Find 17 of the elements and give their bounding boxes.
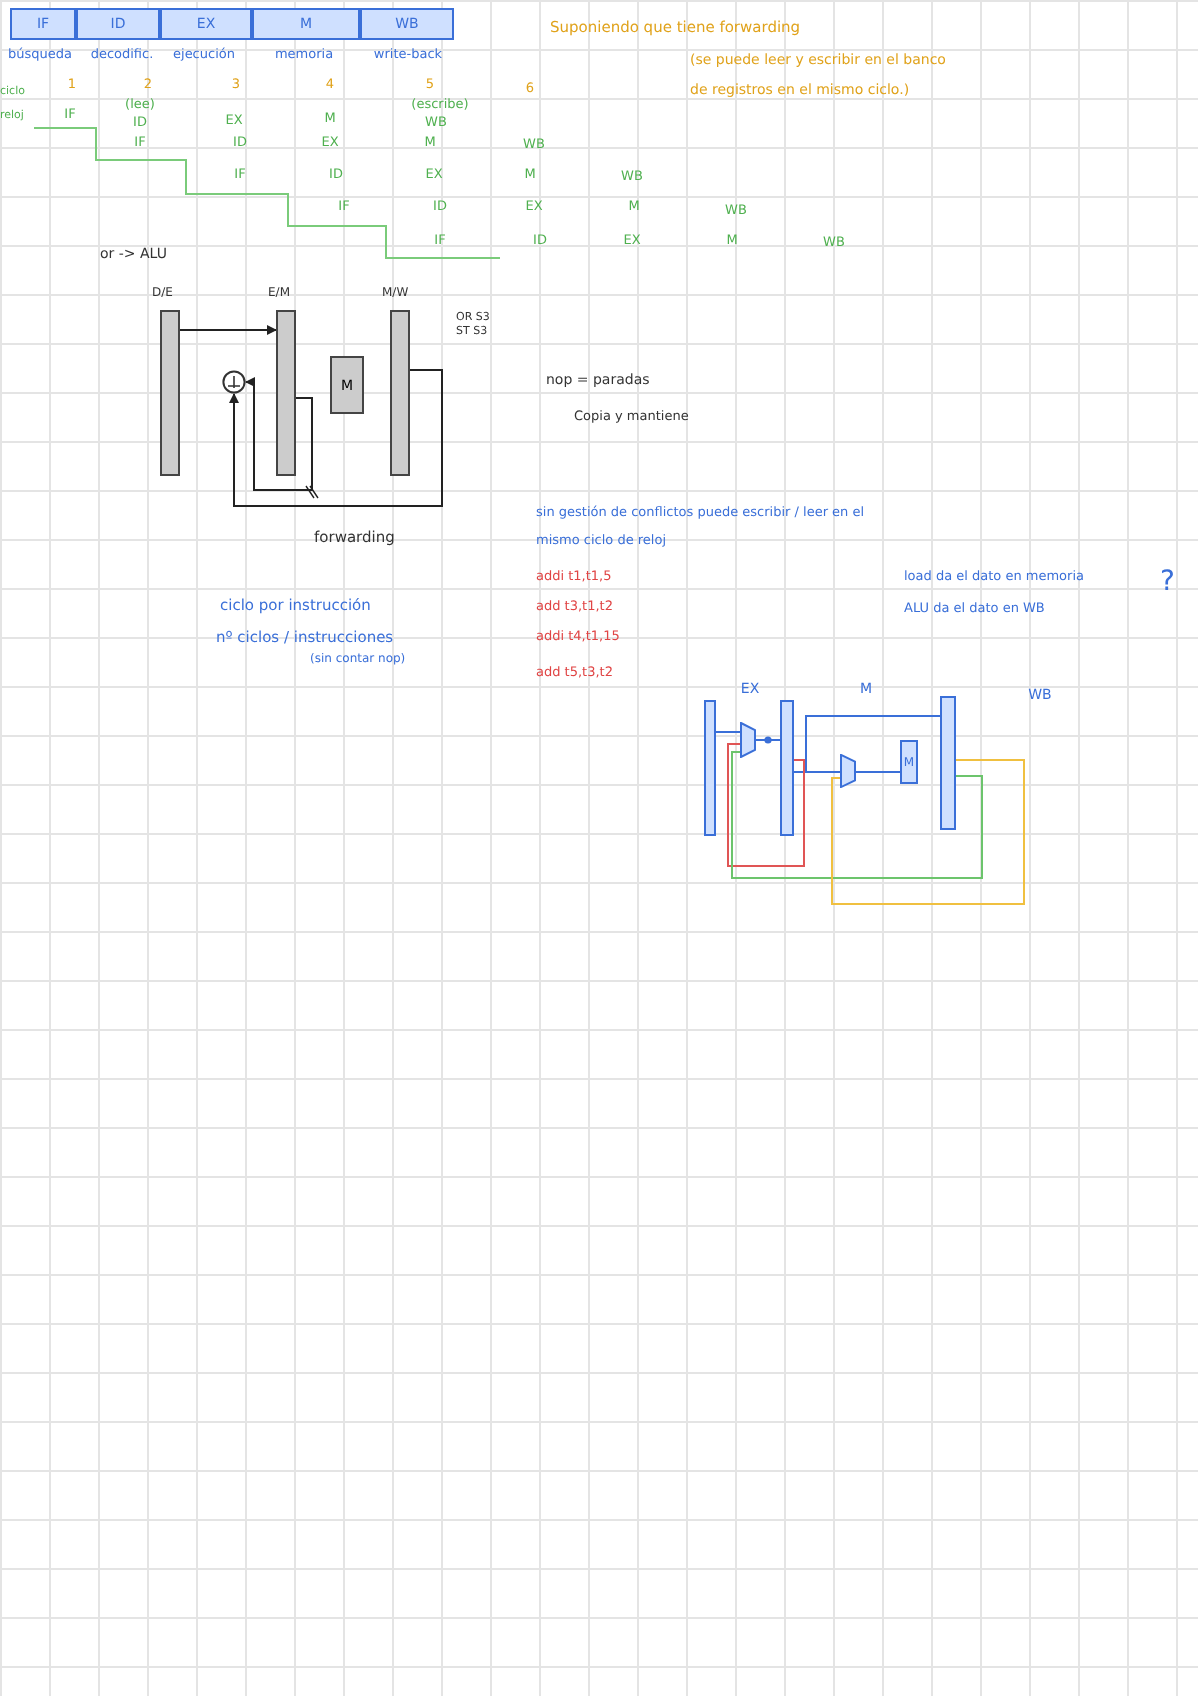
- arrow: [229, 369, 443, 507]
- arrow: [245, 377, 313, 491]
- connector-line: [793, 771, 841, 773]
- connector-line: [855, 771, 901, 773]
- pipeline-register-bar: [780, 700, 794, 836]
- connector-line: [731, 751, 983, 879]
- connector-line: [755, 739, 781, 741]
- pipeline-register-bar: [704, 700, 716, 836]
- connector-line: [715, 731, 741, 733]
- multiplexer-symbol: [740, 722, 756, 758]
- multiplexer-symbol: [840, 754, 856, 788]
- connector-line: [727, 743, 805, 867]
- pipeline-register-bar: [940, 696, 956, 830]
- arrow: [179, 325, 277, 335]
- adder-circle: [222, 370, 246, 394]
- note-text: ?: [1160, 566, 1175, 598]
- connector-line: [831, 759, 1025, 905]
